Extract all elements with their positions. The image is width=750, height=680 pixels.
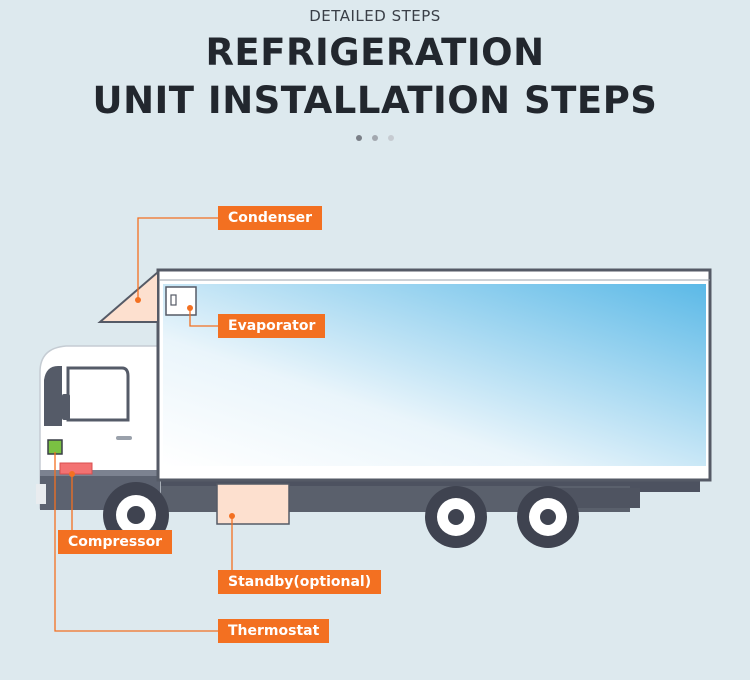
- title-line-2: UNIT INSTALLATION STEPS: [92, 79, 658, 122]
- cargo-box: [156, 268, 712, 482]
- leader-thermostat: [54, 452, 218, 632]
- anchor-evaporator: [187, 305, 193, 311]
- anchor-dots: [69, 297, 235, 519]
- callout-evaporator: Evaporator: [218, 314, 326, 338]
- thermostat-part: [47, 439, 63, 455]
- anchor-compressor: [69, 471, 75, 477]
- callout-compressor: Compressor: [58, 530, 173, 554]
- callout-standby: Standby(optional): [218, 570, 382, 594]
- pager-dot-1[interactable]: [356, 135, 362, 141]
- title-line-1: REFRIGERATION: [205, 31, 545, 74]
- anchor-standby: [229, 513, 235, 519]
- wheel-rear-2: [517, 486, 579, 548]
- condenser-part: [97, 269, 159, 323]
- standby-part: [216, 483, 290, 525]
- leader-evaporator: [189, 308, 220, 327]
- evaporator-part: [165, 286, 197, 316]
- eyebrow-label: DETAILED STEPS: [309, 7, 441, 25]
- pager-dot-3[interactable]: [388, 135, 394, 141]
- leader-condenser: [137, 217, 220, 300]
- anchor-condenser: [135, 297, 141, 303]
- callout-thermostat: Thermostat: [218, 619, 330, 643]
- wheel-rear-1: [425, 486, 487, 548]
- compressor-part: [59, 462, 93, 475]
- callout-condenser: Condenser: [218, 206, 323, 230]
- pager-dot-2[interactable]: [372, 135, 378, 141]
